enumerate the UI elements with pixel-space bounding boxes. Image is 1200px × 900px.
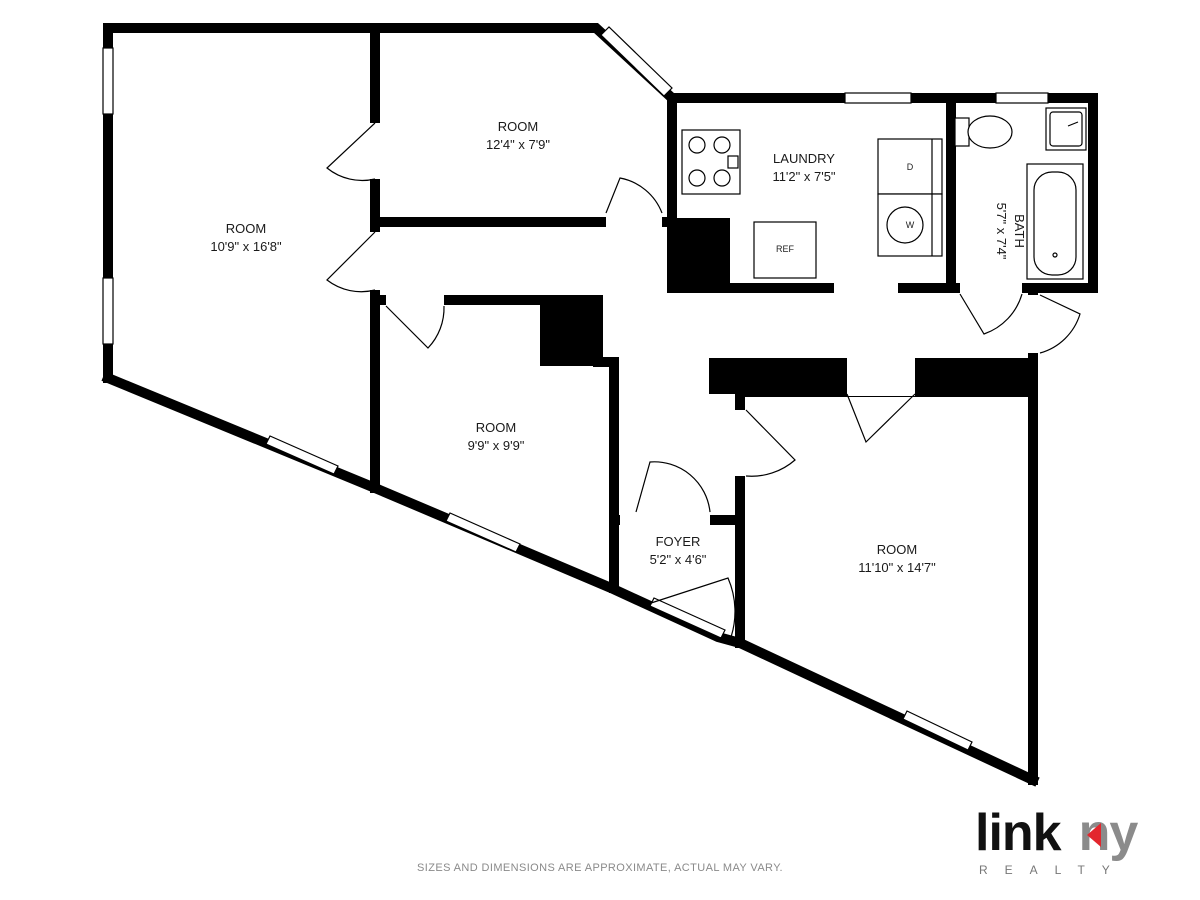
foyer-dims: 5'2" x 4'6" [650, 552, 707, 567]
bath-name: BATH [1012, 214, 1027, 248]
refrigerator-icon [753, 221, 817, 279]
room-top-name: ROOM [498, 119, 538, 134]
bathtub-icon [1026, 163, 1084, 280]
door-openings [368, 123, 1040, 526]
dryer-label: D [907, 162, 914, 172]
fixtures [681, 107, 1087, 280]
logo-left: link [975, 804, 1062, 862]
foyer-name: FOYER [656, 534, 701, 549]
bath-dims: 5'7" x 7'4" [994, 203, 1009, 260]
room-large-left-name: ROOM [226, 221, 266, 236]
logo-subtitle: REALTY [979, 863, 1127, 877]
room-labels: ROOM 10'9" x 16'8" ROOM 12'4" x 7'9" LAU… [210, 119, 1027, 575]
disclaimer: SIZES AND DIMENSIONS ARE APPROXIMATE, AC… [417, 862, 783, 874]
room-middle-dims: 9'9" x 9'9" [468, 438, 525, 453]
refrigerator-label: REF [776, 244, 795, 254]
room-middle-name: ROOM [476, 420, 516, 435]
washer-label: W [906, 220, 915, 230]
windows [102, 26, 1049, 751]
logo-arrow-icon [1087, 823, 1101, 847]
laundry-dims: 11'2" x 7'5" [772, 169, 835, 184]
sink-icon [1045, 107, 1087, 151]
room-top-dims: 12'4" x 7'9" [486, 137, 550, 152]
laundry-name: LAUNDRY [773, 151, 835, 166]
toilet-icon [954, 115, 1013, 149]
room-large-left-dims: 10'9" x 16'8" [210, 239, 282, 254]
door-swings [326, 122, 1081, 641]
room-right-dims: 11'10" x 14'7" [858, 560, 936, 575]
room-right-name: ROOM [877, 542, 917, 557]
stove-icon [681, 129, 741, 195]
walls [101, 23, 1098, 787]
